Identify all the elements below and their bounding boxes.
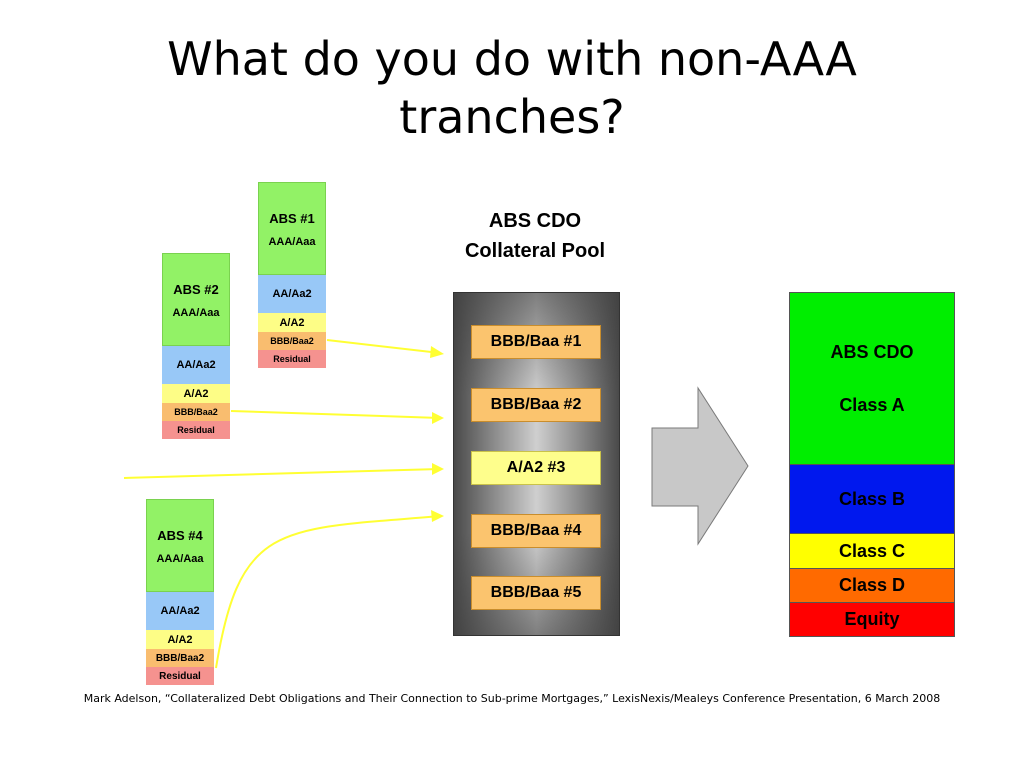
abs-4-a-tranche: A/A2 (146, 630, 214, 649)
flow-arrowhead-2 (432, 412, 444, 424)
cdo-class-b: Class B (790, 465, 954, 534)
abs-4-stack: ABS #4 AAA/Aaa AA/Aa2 A/A2 BBB/Baa2 Resi… (146, 499, 214, 685)
footnote-citation: Mark Adelson, “Collateralized Debt Oblig… (83, 692, 941, 705)
slide-title: What do you do with non-AAA tranches? (0, 30, 1024, 146)
flow-arrow-abs-3 (123, 468, 441, 479)
flow-arrow-abs-2 (230, 410, 441, 419)
abs-2-stack: ABS #2 AAA/Aaa AA/Aa2 A/A2 BBB/Baa2 Resi… (162, 253, 230, 439)
slide-title-line-2: tranches? (399, 90, 625, 144)
cdo-class-a-line-1: ABS CDO (830, 341, 914, 362)
pool-title-line-2: Collateral Pool (464, 240, 606, 262)
abs-4-residual-tranche: Residual (146, 667, 214, 685)
abs-2-bbb-tranche: BBB/Baa2 (162, 403, 230, 421)
collateral-pool: BBB/Baa #1 BBB/Baa #2 A/A2 #3 BBB/Baa #4… (453, 292, 620, 636)
flow-arrow-abs-1 (326, 339, 441, 354)
abs-1-name: ABS #1 (269, 211, 315, 226)
cdo-equity: Equity (790, 603, 954, 636)
abs-2-aa-tranche: AA/Aa2 (162, 346, 230, 384)
abs-4-aaa-tranche: ABS #4 AAA/Aaa (146, 499, 214, 592)
abs-1-aa-tranche: AA/Aa2 (258, 275, 326, 313)
abs-cdo-structure: ABS CDO Class A Class B Class C Class D … (789, 292, 955, 637)
abs-2-aaa-tranche: ABS #2 AAA/Aaa (162, 253, 230, 346)
pool-item-4: BBB/Baa #4 (471, 514, 601, 548)
flow-arrowhead-3 (432, 463, 444, 475)
abs-1-aaa-label: AAA/Aaa (268, 236, 316, 248)
abs-2-name: ABS #2 (173, 282, 219, 297)
flow-arrow-abs-4 (215, 515, 441, 669)
abs-4-name: ABS #4 (157, 528, 203, 543)
abs-4-aa-tranche: AA/Aa2 (146, 592, 214, 630)
abs-2-residual-tranche: Residual (162, 421, 230, 439)
transform-arrow-icon (651, 386, 749, 546)
pool-item-3: A/A2 #3 (471, 451, 601, 485)
abs-4-bbb-tranche: BBB/Baa2 (146, 649, 214, 667)
cdo-class-c: Class C (790, 534, 954, 569)
abs-1-bbb-tranche: BBB/Baa2 (258, 332, 326, 350)
abs-4-aaa-label: AAA/Aaa (156, 553, 204, 565)
abs-1-a-tranche: A/A2 (258, 313, 326, 332)
abs-1-residual-tranche: Residual (258, 350, 326, 368)
cdo-class-d: Class D (790, 569, 954, 603)
flow-arrowhead-4 (431, 510, 444, 522)
cdo-class-a: ABS CDO Class A (790, 293, 954, 465)
pool-title: ABS CDO Collateral Pool (430, 206, 640, 266)
cdo-class-a-line-2: Class A (839, 394, 905, 415)
abs-2-a-tranche: A/A2 (162, 384, 230, 403)
pool-item-2: BBB/Baa #2 (471, 388, 601, 422)
abs-1-stack: ABS #1 AAA/Aaa AA/Aa2 A/A2 BBB/Baa2 Resi… (258, 182, 326, 368)
pool-item-1: BBB/Baa #1 (471, 325, 601, 359)
slide-title-line-1: What do you do with non-AAA (167, 32, 857, 86)
flow-arrowhead-1 (430, 346, 444, 358)
abs-2-aaa-label: AAA/Aaa (172, 307, 220, 319)
pool-title-line-1: ABS CDO (488, 210, 582, 232)
pool-item-5: BBB/Baa #5 (471, 576, 601, 610)
abs-1-aaa-tranche: ABS #1 AAA/Aaa (258, 182, 326, 275)
